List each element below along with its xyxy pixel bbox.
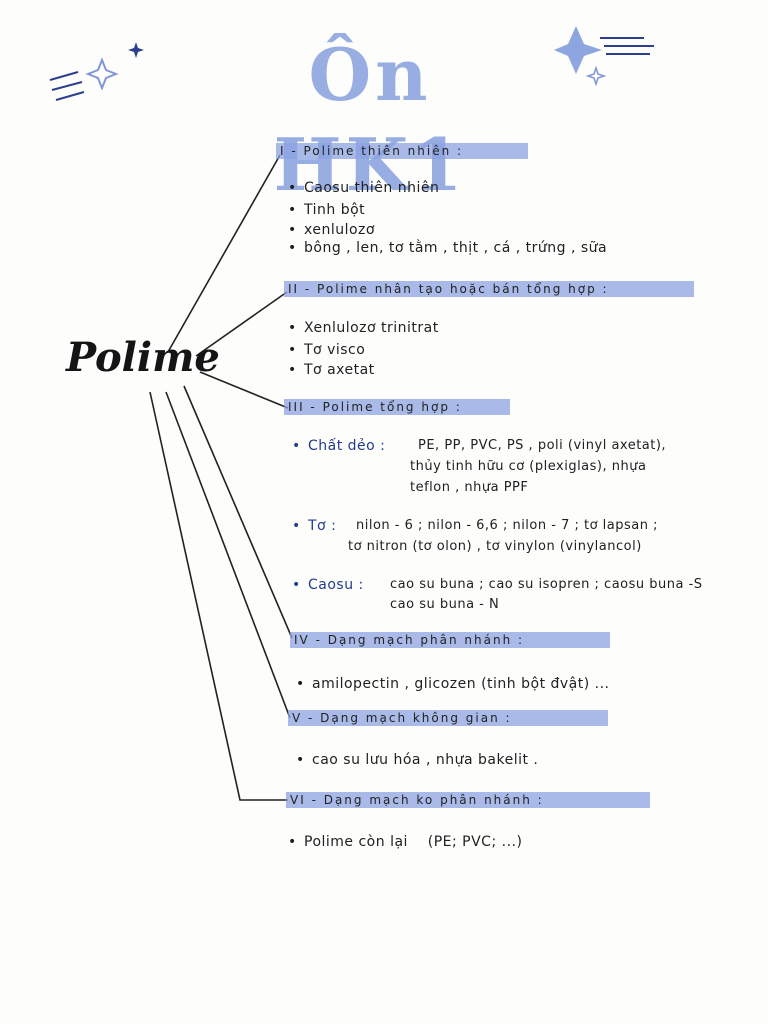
list-item: •Xenlulozơ trinitrat <box>288 320 439 336</box>
list-item: •bông , len, tơ tằm , thịt , cá , trứng … <box>288 240 608 256</box>
group-line: teflon , nhựa PPF <box>410 480 529 495</box>
connector-4 <box>183 385 293 639</box>
list-item: •Tơ visco <box>288 342 366 358</box>
list-item: •Tơ axetat <box>288 362 375 378</box>
section-heading-4: IV - Dạng mạch phân nhánh : <box>290 632 610 648</box>
center-node: Polime <box>66 334 220 381</box>
connector-1 <box>167 154 281 353</box>
sparkle-right-icon <box>554 26 654 87</box>
section-heading-5: V - Dạng mạch không gian : <box>288 710 608 726</box>
sparkle-left-icon <box>49 42 144 101</box>
section-heading-3: III - Polime tổng hợp : <box>284 399 510 415</box>
connector-2 <box>195 291 288 357</box>
list-item: •Polime còn lại (PE; PVC; ...) <box>288 834 523 850</box>
group-item: •Caosu : <box>292 577 364 593</box>
list-item: •Caosu thiên nhiên <box>288 180 440 196</box>
group-line: nilon - 6 ; nilon - 6,6 ; nilon - 7 ; tơ… <box>356 518 658 533</box>
list-item: •amilopectin , glicozen (tinh bột đvật) … <box>296 676 610 692</box>
list-item: •cao su lưu hóa , nhựa bakelit . <box>296 752 539 768</box>
list-item: •Tinh bột <box>288 202 366 218</box>
section-heading-2: II - Polime nhân tạo hoặc bán tổng hợp : <box>284 281 694 297</box>
list-item: •xenlulozơ <box>288 222 375 238</box>
group-item: •Tơ : <box>292 518 337 534</box>
connector-3 <box>199 371 289 409</box>
group-line: thủy tinh hữu cơ (plexiglas), nhựa <box>410 459 647 474</box>
section-heading-1: I - Polime thiên nhiên : <box>276 143 528 159</box>
group-line: tơ nitron (tơ olon) , tơ vinylon (vinyla… <box>348 539 642 554</box>
connector-5 <box>165 391 291 719</box>
group-item: •Chất dẻo : <box>292 438 386 454</box>
group-line: PE, PP, PVC, PS , poli (vinyl axetat), <box>418 438 667 453</box>
group-line: cao su buna - N <box>390 597 500 612</box>
group-line: cao su buna ; cao su isopren ; caosu bun… <box>390 577 703 592</box>
section-heading-6: VI - Dạng mạch ko phân nhánh : <box>286 792 650 808</box>
connector-6 <box>149 391 288 801</box>
page-title: Ôn HK1 <box>273 32 467 207</box>
